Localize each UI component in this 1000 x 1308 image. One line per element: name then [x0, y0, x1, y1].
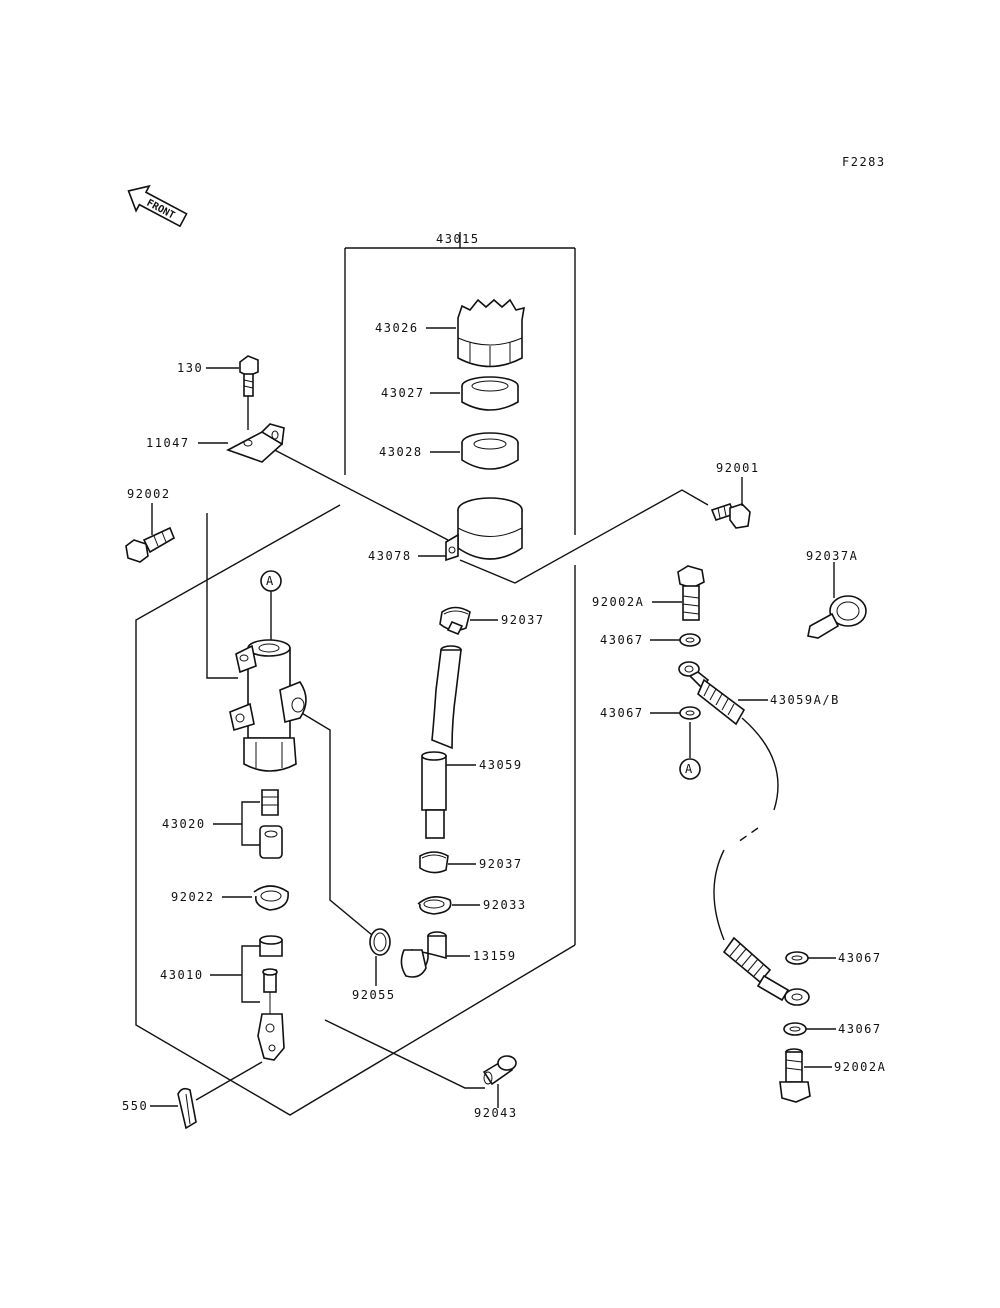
- label-43078: 43078: [368, 549, 412, 563]
- hose-clamp-92037-top: [439, 606, 471, 636]
- brake-hose-43059AB: [678, 661, 810, 1006]
- label-43067-1: 43067: [600, 633, 644, 647]
- label-43027: 43027: [381, 386, 425, 400]
- callout-a-top-text: A: [266, 574, 275, 588]
- label-92037A: 92037A: [806, 549, 858, 563]
- label-43067-4: 43067: [838, 1022, 882, 1036]
- figure-code: F2283: [842, 155, 886, 169]
- front-arrow-icon: FRONT: [127, 184, 188, 228]
- assembly-outline: [135, 444, 709, 1116]
- label-92037-bottom: 92037: [479, 857, 523, 871]
- label-11047: 11047: [146, 436, 190, 450]
- circlip-92022: [253, 885, 289, 911]
- label-92033: 92033: [483, 898, 527, 912]
- hose-clamp-92037-bottom: [419, 851, 449, 874]
- cotter-pin-550: [177, 1087, 197, 1130]
- banjo-bolt-92002A-top: [677, 565, 705, 621]
- label-92002A-bottom: 92002A: [834, 1060, 886, 1074]
- label-92055: 92055: [352, 988, 396, 1002]
- diaphragm-43028: [461, 432, 519, 470]
- callout-a-bottom-text: A: [685, 762, 694, 776]
- label-43067-3: 43067: [838, 951, 882, 965]
- reservoir-43078: [445, 497, 523, 562]
- label-13159: 13159: [473, 949, 517, 963]
- callout-a-bottom: A: [679, 722, 701, 780]
- hose-43059: [421, 645, 462, 839]
- elbow-fitting-13159: [400, 931, 447, 978]
- label-550: 550: [122, 1099, 148, 1113]
- label-43059AB: 43059A/B: [770, 693, 840, 707]
- bolt-92001: [710, 503, 751, 529]
- push-rod-43010: [257, 935, 285, 1061]
- label-92002A-top: 92002A: [592, 595, 644, 609]
- washer-43067-1: [679, 633, 701, 647]
- piston-43020: [259, 789, 283, 859]
- label-92043: 92043: [474, 1106, 518, 1120]
- label-92037-top: 92037: [501, 613, 545, 627]
- washer-43067-4: [783, 1022, 807, 1036]
- label-130: 130: [177, 361, 203, 375]
- callout-a-top: A: [260, 570, 282, 640]
- label-43067-2: 43067: [600, 706, 644, 720]
- label-92002: 92002: [127, 487, 171, 501]
- reservoir-cap-43026: [457, 298, 525, 368]
- label-43015: 43015: [436, 232, 480, 246]
- hose-clamp-92037A: [807, 595, 867, 639]
- label-92001: 92001: [716, 461, 760, 475]
- assembly-bracket-43015: [344, 232, 576, 945]
- bolt-130: [239, 355, 259, 397]
- bolt-92002: [125, 526, 175, 563]
- label-43010: 43010: [160, 968, 204, 982]
- banjo-bolt-92002A-bottom: [779, 1048, 811, 1103]
- label-43026: 43026: [375, 321, 419, 335]
- washer-43067-2: [679, 706, 701, 720]
- label-43059: 43059: [479, 758, 523, 772]
- label-43020: 43020: [162, 817, 206, 831]
- washer-43067-3: [785, 951, 809, 965]
- label-92022: 92022: [171, 890, 215, 904]
- label-43028: 43028: [379, 445, 423, 459]
- o-ring-92055: [369, 928, 391, 956]
- bracket-11047: [226, 423, 285, 463]
- pin-92043: [482, 1055, 517, 1086]
- master-cylinder-body: [229, 639, 307, 772]
- diaphragm-plate-43027: [461, 376, 519, 411]
- circlip-92033: [417, 896, 452, 915]
